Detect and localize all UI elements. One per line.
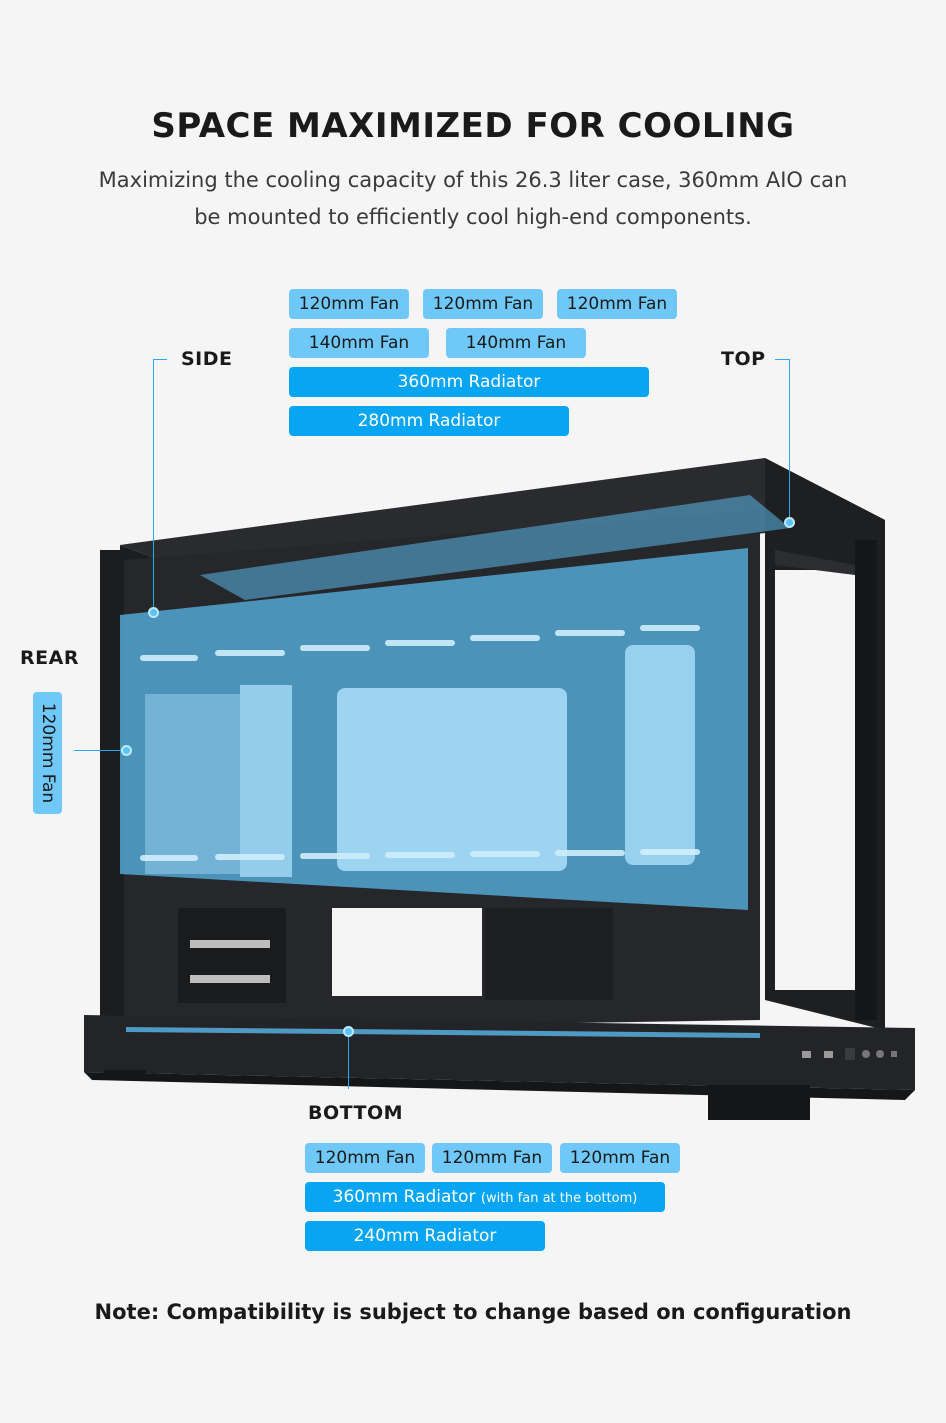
compatibility-note: Note: Compatibility is subject to change… <box>94 1300 852 1324</box>
rear-anchor-dot <box>121 745 132 756</box>
side-radiator-360-pill: 360mm Radiator <box>289 367 649 397</box>
top-label: TOP <box>721 348 766 370</box>
rear-label: REAR <box>20 647 79 669</box>
side-panel-vents <box>140 625 700 861</box>
pc-case-illustration <box>84 458 915 1120</box>
bottom-radiator-360-note: (with fan at the bottom) <box>480 1191 638 1206</box>
front-io-usbc <box>891 1051 897 1057</box>
side-fan-140-pill-1: 140mm Fan <box>289 328 429 358</box>
bottom-fan-120-pill-3: 120mm Fan <box>560 1143 680 1173</box>
bottom-leader-vertical <box>348 1033 349 1089</box>
front-io-port-1 <box>862 1050 870 1058</box>
top-leader-vertical <box>789 359 790 522</box>
bottom-fan-120-pill-1: 120mm Fan <box>305 1143 425 1173</box>
top-anchor-dot <box>784 517 795 528</box>
side-leader-horizontal <box>153 359 167 360</box>
page-subtitle: Maximizing the cooling capacity of this … <box>60 162 886 236</box>
bottom-radiator-360-pill: 360mm Radiator (with fan at the bottom) <box>305 1182 665 1212</box>
top-radiator-area <box>200 495 790 600</box>
rear-fan-120-pill: 120mm Fan <box>33 692 62 814</box>
top-leader-horizontal <box>775 359 790 360</box>
side-label: SIDE <box>181 348 233 370</box>
bottom-radiator-area <box>126 1027 760 1038</box>
front-io-port-2 <box>876 1050 884 1058</box>
side-leader-vertical <box>153 359 154 612</box>
subtitle-line-2: be mounted to efficiently cool high-end … <box>194 205 752 229</box>
side-radiator-280-pill: 280mm Radiator <box>289 406 569 436</box>
bottom-radiator-360-text: 360mm Radiator <box>332 1187 476 1207</box>
side-anchor-dot <box>148 607 159 618</box>
side-fan-120-pill-2: 120mm Fan <box>423 289 543 319</box>
side-fan-140-pill-2: 140mm Fan <box>446 328 586 358</box>
side-fan-120-pill-1: 120mm Fan <box>289 289 409 319</box>
subtitle-line-1: Maximizing the cooling capacity of this … <box>98 168 848 192</box>
rear-leader-horizontal <box>74 750 126 751</box>
front-io-usb-2 <box>824 1051 833 1058</box>
bottom-label: BOTTOM <box>308 1102 404 1124</box>
bottom-radiator-240-pill: 240mm Radiator <box>305 1221 545 1251</box>
front-io-usb-1 <box>802 1051 811 1058</box>
bottom-anchor-dot <box>343 1026 354 1037</box>
page-title: SPACE MAXIMIZED FOR COOLING <box>151 106 795 146</box>
front-io-button <box>845 1048 855 1060</box>
bottom-fan-120-pill-2: 120mm Fan <box>432 1143 552 1173</box>
side-fan-120-pill-3: 120mm Fan <box>557 289 677 319</box>
